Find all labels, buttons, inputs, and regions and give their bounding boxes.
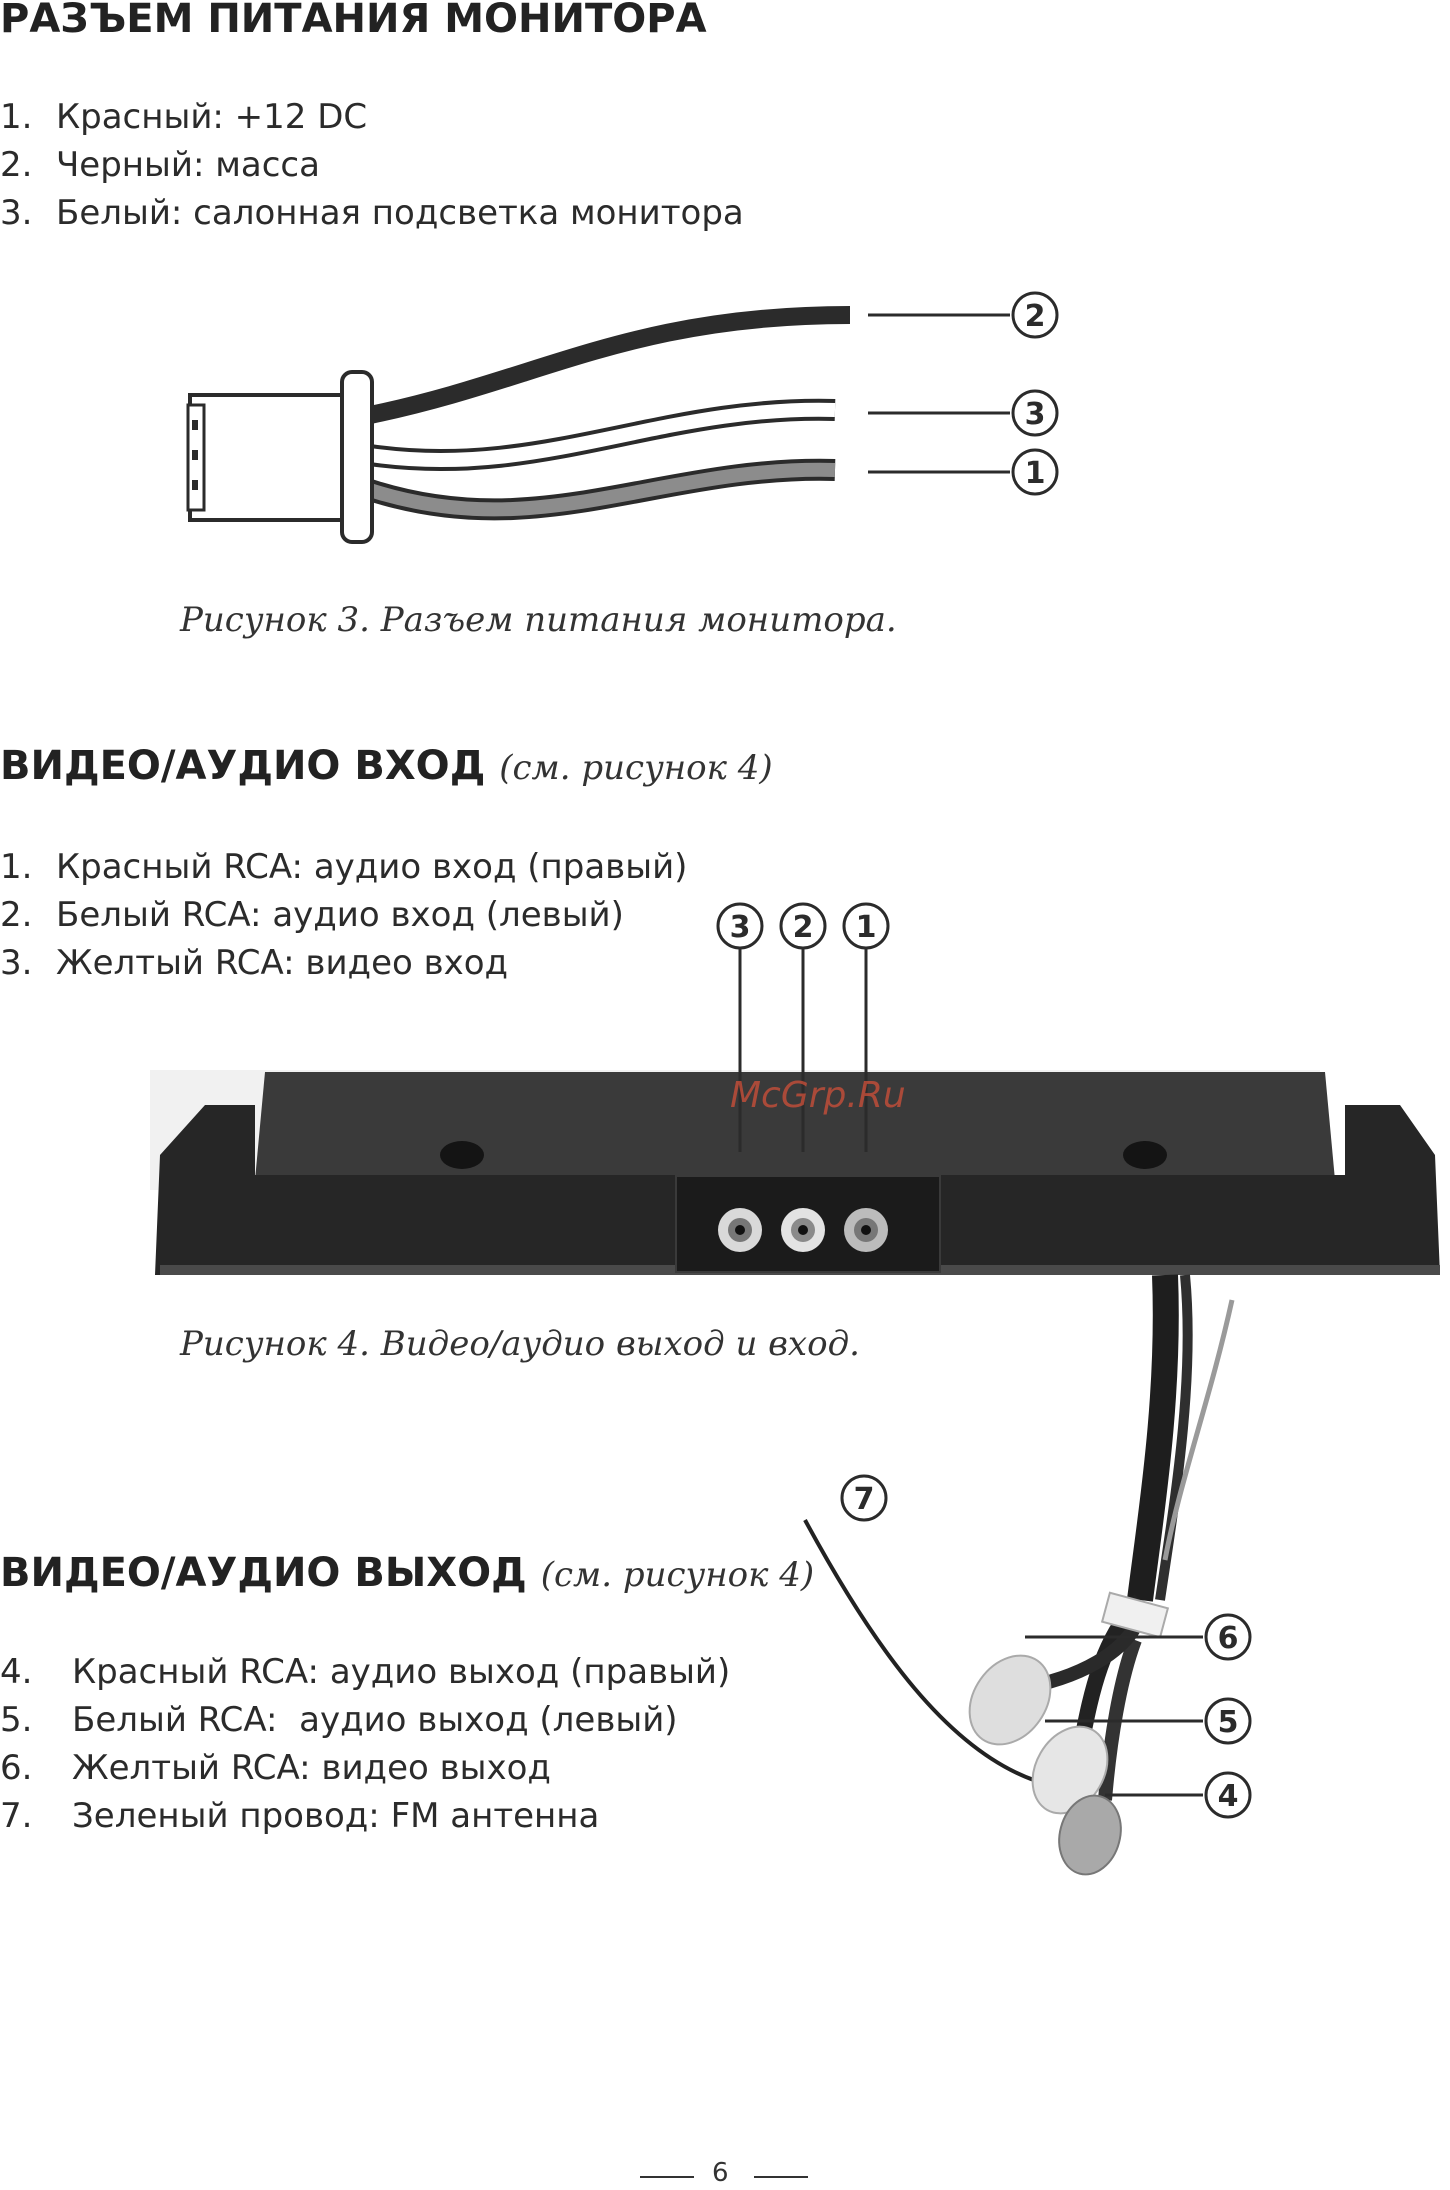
- power-wire-list: 1.Красный: +12 DC 2.Черный: масса 3.Белы…: [0, 93, 744, 237]
- callout-1: 1: [1011, 448, 1059, 496]
- fm-antenna-wire: [803, 1519, 1051, 1787]
- callout-2: 2: [1011, 291, 1059, 339]
- callout-output-7: 7: [840, 1474, 888, 1522]
- rca-plug-yellow: [968, 1654, 1052, 1746]
- black-wire: [368, 306, 851, 424]
- rca-jack-yellow: [718, 1208, 762, 1252]
- list-item: 5.Белый RCA: аудио выход (левый): [0, 1700, 678, 1740]
- list-item: 3.Белый: салонная подсветка монитора: [0, 193, 744, 233]
- callout-output-5: 5: [1204, 1697, 1252, 1745]
- svg-text:3: 3: [730, 910, 751, 945]
- footer-rule-left: [640, 2176, 694, 2178]
- figure-3-caption: Рисунок 3. Разъем питания монитора.: [180, 600, 897, 640]
- svg-text:4: 4: [1218, 1779, 1239, 1814]
- input-list: 1.Красный RCA: аудио вход (правый) 2.Бел…: [0, 843, 687, 987]
- connector-flange: [340, 370, 374, 544]
- svg-text:6: 6: [1218, 1621, 1239, 1656]
- list-item: 1.Красный RCA: аудио вход (правый): [0, 847, 688, 887]
- svg-text:7: 7: [854, 1482, 875, 1517]
- svg-text:1: 1: [1025, 456, 1046, 491]
- callout-input-2: 2: [779, 902, 827, 950]
- list-item: 4.Красный RCA: аудио выход (правый): [0, 1652, 731, 1692]
- callout-output-4: 4: [1204, 1771, 1252, 1819]
- white-wire: [368, 402, 836, 468]
- list-item: 2.Белый RCA: аудио вход (левый): [0, 895, 624, 935]
- input-section-title: ВИДЕО/АУДИО ВХОД (см. рисунок 4): [0, 743, 773, 789]
- rca-jack-red: [844, 1208, 888, 1252]
- svg-text:5: 5: [1218, 1705, 1239, 1740]
- rca-plug-white: [1031, 1725, 1109, 1815]
- callout-input-1: 1: [842, 902, 890, 950]
- watermark: McGrp.Ru: [730, 1075, 906, 1116]
- figure-4-caption: Рисунок 4. Видео/аудио выход и вход.: [180, 1324, 860, 1364]
- rca-plug-red: [1058, 1794, 1122, 1876]
- callout-output-6: 6: [1204, 1613, 1252, 1661]
- svg-text:2: 2: [793, 910, 814, 945]
- list-item: 1.Красный: +12 DC: [0, 97, 368, 137]
- red-wire: [367, 462, 836, 517]
- rca-jack-white: [781, 1208, 825, 1252]
- list-item: 7.Зеленый провод: FM антенна: [0, 1796, 600, 1836]
- callout-3: 3: [1011, 389, 1059, 437]
- output-list: 4.Красный RCA: аудио выход (правый) 5.Бе…: [0, 1648, 730, 1840]
- figure-4-photo: 3 2 1 7 6: [150, 902, 1440, 1876]
- power-section-title: РАЗЪЕМ ПИТАНИЯ МОНИТОРА: [0, 0, 707, 42]
- list-item: 2.Черный: масса: [0, 145, 320, 185]
- list-item: 6.Желтый RCA: видео выход: [0, 1748, 551, 1788]
- footer-rule-right: [754, 2176, 808, 2178]
- monitor-screen-edge: [255, 1072, 1335, 1180]
- svg-text:2: 2: [1025, 299, 1046, 334]
- svg-text:1: 1: [856, 910, 877, 945]
- list-item: 3.Желтый RCA: видео вход: [0, 943, 509, 983]
- power-connector-diagram: 2 3 1: [186, 291, 1059, 544]
- page-number: 6: [712, 2158, 729, 2188]
- svg-text:3: 3: [1025, 397, 1046, 432]
- callout-input-3: 3: [716, 902, 764, 950]
- output-section-title: ВИДЕО/АУДИО ВЫХОД (см. рисунок 4): [0, 1550, 815, 1596]
